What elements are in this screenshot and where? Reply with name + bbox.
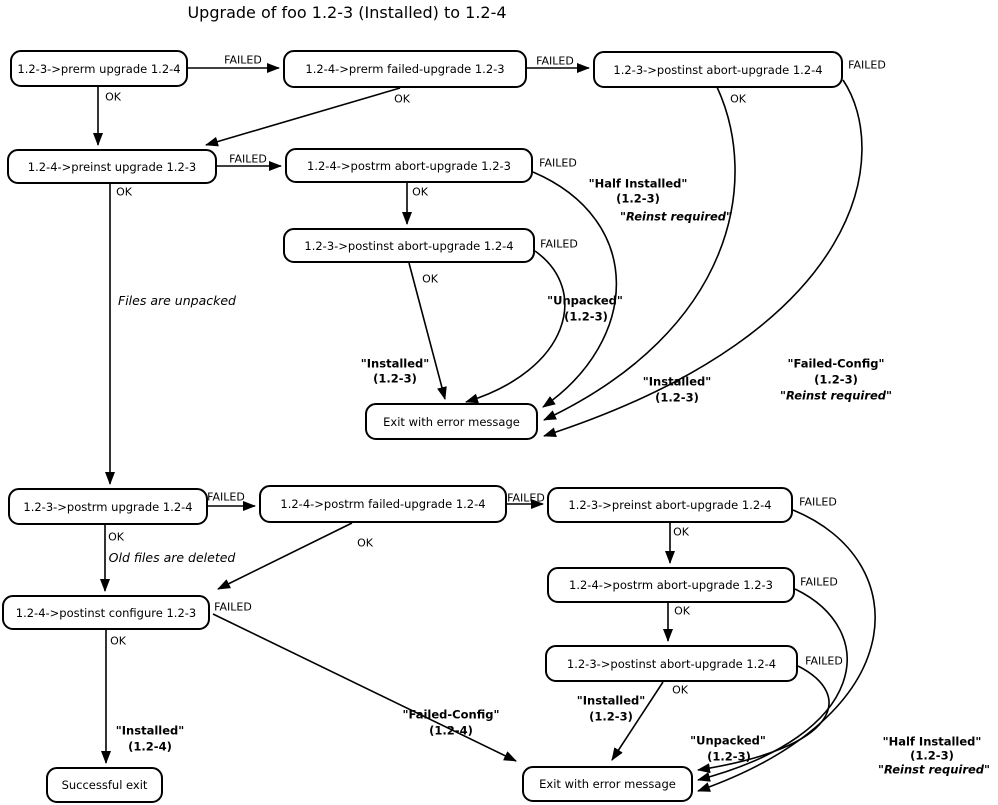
edge-preinstabort-failed: [697, 509, 876, 792]
state-half-installed-top-1: "Half Installed": [588, 176, 688, 191]
edge-postrmfailed-ok: [217, 522, 353, 590]
state-failed-config-bottom-1: "Failed-Config": [402, 707, 500, 722]
edge-postinstabort-top-ok: [543, 86, 736, 421]
failed-label-configure: FAILED: [214, 600, 252, 614]
state-installed-mid-2: (1.2-3): [373, 371, 417, 386]
node-postrm-upgrade: 1.2-3->postrm upgrade 1.2-4: [8, 488, 208, 525]
state-failed-config-top-3: "Reinst required": [779, 388, 893, 403]
diagram-title: Upgrade of foo 1.2-3 (Installed) to 1.2-…: [187, 3, 507, 22]
edge-configure-failed: [212, 613, 517, 762]
failed-label-postrmfailed: FAILED: [507, 491, 545, 505]
state-failed-config-top-1: "Failed-Config": [787, 356, 885, 371]
failed-label-postrmabort-mid: FAILED: [539, 156, 577, 170]
state-half-installed-bottom-3: "Reinst required": [877, 762, 991, 777]
failed-label-preinstabort: FAILED: [799, 495, 837, 509]
state-installed-configure-2: (1.2-4): [128, 739, 172, 754]
ok-label-preinstabort: OK: [673, 525, 689, 539]
node-postinst-abort-upgrade-top: 1.2-3->postinst abort-upgrade 1.2-4: [593, 51, 843, 88]
ok-label-postinstabort-bottom: OK: [672, 683, 688, 697]
node-exit-error-bottom: Exit with error message: [522, 766, 693, 802]
node-postrm-failed-upgrade: 1.2-4->postrm failed-upgrade 1.2-4: [259, 485, 507, 523]
ok-label-postrmabort-mid: OK: [412, 185, 428, 199]
failed-label-postinstabort-bottom: FAILED: [805, 654, 843, 668]
state-installed-c-2: (1.2-3): [655, 390, 699, 405]
ok-label-configure: OK: [110, 634, 126, 648]
ok-label-postrmfailed: OK: [357, 536, 373, 550]
ok-label-postinstabort-top: OK: [730, 92, 746, 106]
state-installed-configure-1: "Installed": [115, 723, 185, 738]
node-postrm-abort-upgrade-bottom: 1.2-4->postrm abort-upgrade 1.2-3: [547, 567, 795, 603]
state-installed-bottom-2: (1.2-3): [589, 709, 633, 724]
ok-label-postrmabort-bottom: OK: [674, 604, 690, 618]
node-postinst-abort-upgrade-bottom: 1.2-3->postinst abort-upgrade 1.2-4: [545, 645, 798, 682]
node-prerm-upgrade: 1.2-3->prerm upgrade 1.2-4: [10, 50, 188, 87]
state-half-installed-bottom-2: (1.2-3): [910, 748, 954, 763]
node-exit-error-mid: Exit with error message: [365, 403, 538, 440]
failed-label-postinstabort-top: FAILED: [848, 58, 886, 72]
failed-label-postinstabort-mid: FAILED: [540, 237, 578, 251]
failed-label-prerm: FAILED: [224, 53, 262, 67]
edge-postinstabort-mid-failed: [465, 250, 566, 404]
ok-label-preinst: OK: [116, 185, 132, 199]
state-unpacked-bottom-1: "Unpacked": [690, 733, 766, 748]
edge-postinstabort-bottom-failed: [697, 665, 830, 774]
ok-label-prerm: OK: [105, 90, 121, 104]
ok-label-postinstabort-mid: OK: [422, 272, 438, 286]
state-half-installed-top-2: (1.2-3): [616, 191, 660, 206]
node-prerm-failed-upgrade: 1.2-4->prerm failed-upgrade 1.2-3: [283, 50, 527, 88]
node-postinst-configure: 1.2-4->postinst configure 1.2-3: [2, 595, 210, 630]
node-postrm-abort-upgrade-mid: 1.2-4->postrm abort-upgrade 1.2-3: [285, 148, 533, 183]
edge-postinstabort-bottom-ok: [611, 681, 664, 761]
failed-label-prermfailed: FAILED: [536, 54, 574, 68]
edge-postrmabort-bottom-failed: [697, 588, 848, 782]
state-half-installed-bottom-1: "Half Installed": [882, 734, 982, 749]
failed-label-preinst: FAILED: [229, 152, 267, 166]
annotation-old-files-deleted: Old files are deleted: [108, 549, 236, 565]
ok-label-prermfailed: OK: [394, 92, 410, 106]
annotation-files-unpacked: Files are unpacked: [118, 292, 236, 308]
state-installed-c-1: "Installed": [642, 374, 712, 389]
state-unpacked-top-2: (1.2-3): [564, 309, 608, 324]
node-preinst-upgrade: 1.2-4->preinst upgrade 1.2-3: [7, 149, 217, 184]
edge-postinstabort-mid-ok: [408, 262, 447, 400]
node-successful-exit: Successful exit: [46, 767, 163, 803]
state-unpacked-top-1: "Unpacked": [547, 293, 623, 308]
edge-prermfailed-ok: [205, 87, 401, 147]
state-unpacked-bottom-2: (1.2-3): [707, 749, 751, 764]
state-installed-bottom-1: "Installed": [576, 693, 646, 708]
ok-label-postrm: OK: [108, 530, 124, 544]
failed-label-postrm: FAILED: [207, 490, 245, 504]
edge-postrmabort-mid-failed: [532, 171, 618, 408]
node-preinst-abort-upgrade: 1.2-3->preinst abort-upgrade 1.2-4: [547, 487, 793, 523]
state-failed-config-bottom-2: (1.2-4): [429, 723, 473, 738]
node-postinst-abort-upgrade-mid: 1.2-3->postinst abort-upgrade 1.2-4: [283, 228, 535, 263]
state-failed-config-top-2: (1.2-3): [814, 372, 858, 387]
edge-postinstabort-top-failed: [543, 79, 863, 438]
failed-label-postrmabort-bottom: FAILED: [800, 575, 838, 589]
state-installed-mid-1: "Installed": [360, 356, 430, 371]
state-half-installed-top-3: "Reinst required": [619, 209, 733, 224]
